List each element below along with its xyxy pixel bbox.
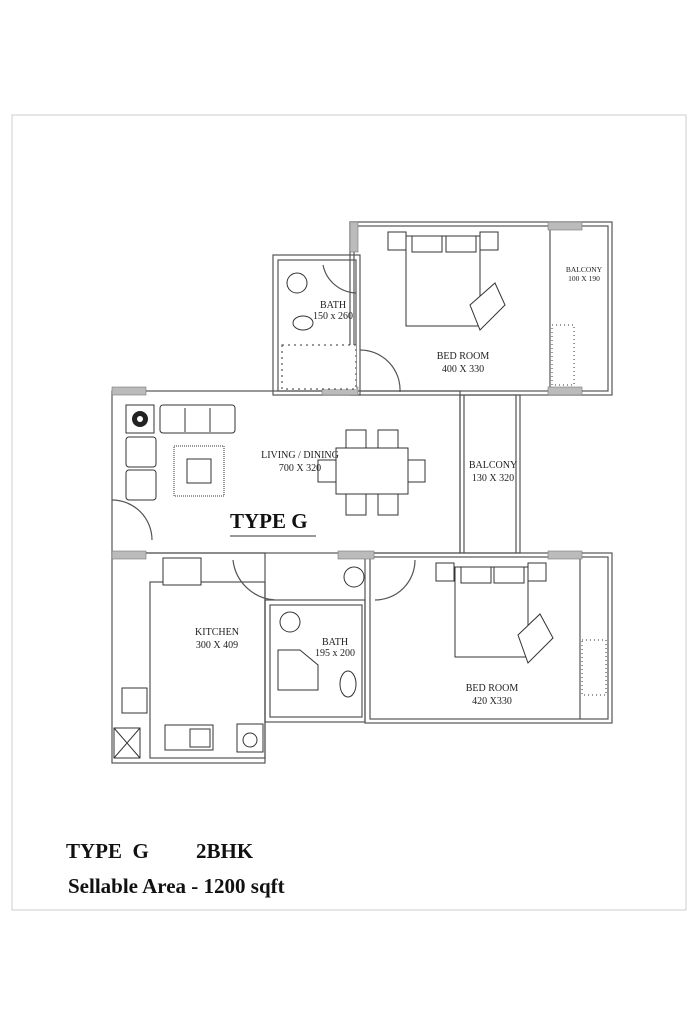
room-size: 700 X 320 (279, 463, 321, 474)
room-size: 300 X 409 (196, 640, 238, 651)
furniture (113, 231, 607, 759)
walls (111, 221, 613, 764)
room-name: LIVING / DINING (261, 450, 339, 461)
room-size: 130 X 320 (472, 473, 514, 484)
room-name: KITCHEN (195, 627, 239, 638)
sellable-area: Sellable Area - 1200 sqft (68, 874, 285, 898)
footer: TYPE G 2BHK Sellable Area - 1200 sqft (66, 839, 285, 898)
room-size: 195 x 200 (315, 648, 355, 659)
plan-title: TYPE G (230, 509, 308, 533)
page-frame (11, 114, 687, 911)
room-labels: BATH 150 x 260 BED ROOM 400 X 330 BALCON… (195, 265, 603, 707)
room-name: BALCONY (469, 460, 517, 471)
room-size: 400 X 330 (442, 364, 484, 375)
room-name: BATH (322, 637, 348, 648)
room-name: BED ROOM (437, 351, 490, 362)
room-size: 420 X330 (472, 696, 512, 707)
room-name: BATH (320, 300, 346, 311)
room-name: BALCONY (566, 265, 603, 274)
room-size: 150 x 260 (313, 311, 353, 322)
type-label: TYPE G (66, 839, 149, 863)
room-name: BED ROOM (466, 683, 519, 694)
room-size: 100 X 190 (568, 274, 600, 283)
config-label: 2BHK (196, 839, 254, 863)
